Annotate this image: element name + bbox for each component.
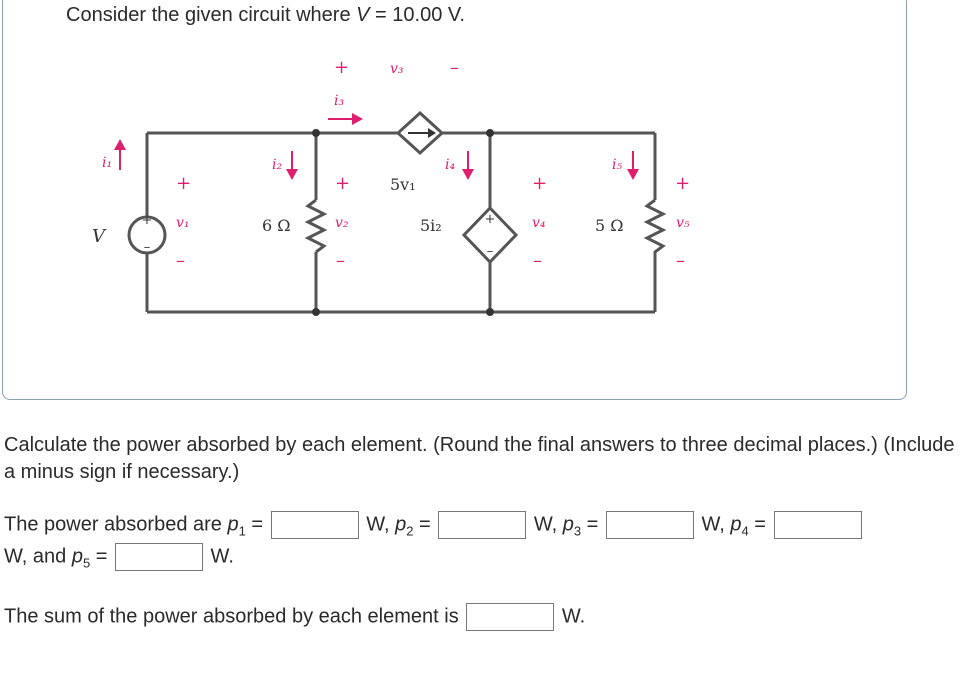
p1-input[interactable]: [270, 511, 359, 539]
answer-line-2: W, and p5 = W.: [4, 543, 234, 571]
sum-label: The sum of the power absorbed by each el…: [4, 605, 459, 628]
label-v3: v₃: [390, 61, 404, 77]
label-6ohm: 6 Ω: [262, 216, 291, 235]
label-v2: v₂: [335, 215, 349, 231]
problem-box: [2, 0, 907, 400]
svg-text:–: –: [144, 240, 151, 255]
r6-resistor: [304, 198, 328, 254]
label-v1: v₁: [176, 215, 190, 231]
p4-input[interactable]: [773, 511, 862, 539]
dependent-voltage-source: [461, 205, 519, 265]
svg-text:–: –: [450, 57, 459, 78]
label-i4: i₄: [445, 157, 455, 173]
label-i3: i₃: [334, 93, 344, 109]
label-v4: v₄: [532, 215, 546, 231]
sum-line: The sum of the power absorbed by each el…: [4, 603, 585, 631]
label-v5: v₅: [676, 215, 690, 231]
p2-input[interactable]: [438, 511, 527, 539]
circuit-diagram: + – V i₁ + v₁ – 6 Ω i₂ + v₂ – 5v₁ + v₃ –…: [92, 57, 690, 316]
label-5ohm: 5 Ω: [595, 216, 624, 235]
svg-text:+: +: [335, 173, 350, 194]
problem-statement: Consider the given circuit where V = 10.…: [66, 4, 465, 26]
svg-text:–: –: [487, 244, 494, 259]
answer-line-1: The power absorbed are p1 = W, p2 = W, p…: [4, 511, 864, 539]
svg-text:+: +: [675, 173, 690, 194]
label-i5: i₅: [612, 157, 622, 173]
label-5v1: 5v₁: [390, 175, 416, 194]
sum-input[interactable]: [466, 603, 555, 631]
svg-text:–: –: [533, 250, 542, 271]
svg-text:–: –: [336, 250, 345, 271]
label-5i2: 5i₂: [420, 216, 442, 235]
label-i1: i₁: [102, 155, 112, 171]
svg-text:–: –: [176, 250, 185, 271]
p5-input[interactable]: [114, 543, 203, 571]
label-V: V: [92, 226, 107, 247]
svg-text:+: +: [142, 213, 153, 228]
svg-text:+: +: [334, 57, 349, 78]
svg-text:+: +: [532, 173, 547, 194]
label-i2: i₂: [272, 157, 282, 173]
instructions-text: Calculate the power absorbed by each ele…: [4, 434, 955, 483]
voltage-source-V: [127, 215, 167, 255]
p3-input[interactable]: [605, 511, 694, 539]
r5-resistor: [643, 198, 667, 263]
svg-text:+: +: [485, 212, 496, 227]
svg-text:+: +: [176, 173, 191, 194]
svg-text:–: –: [676, 250, 685, 271]
